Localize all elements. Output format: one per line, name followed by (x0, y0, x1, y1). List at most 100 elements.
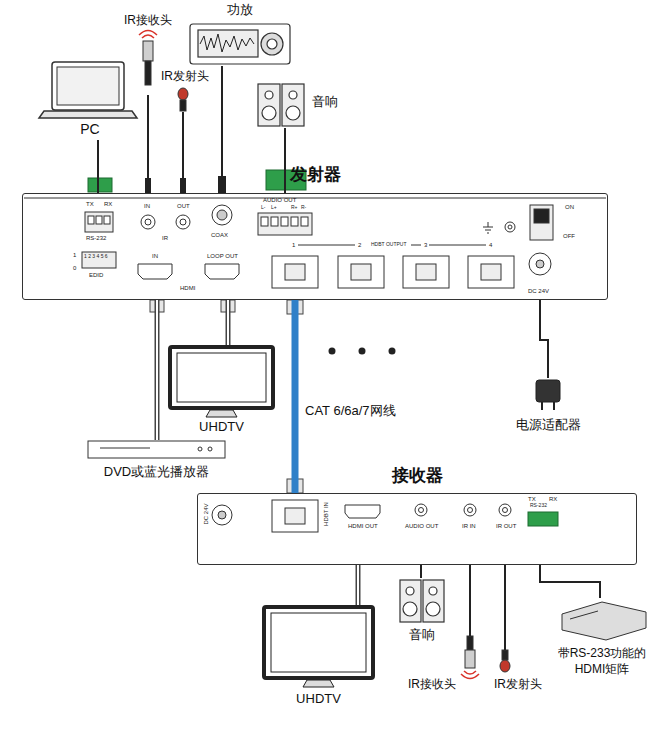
speaker-icon (258, 84, 304, 126)
speaker-icon (426, 602, 440, 616)
wire-cable (183, 112, 184, 193)
transmitter-panel-parts (534, 209, 549, 223)
tv: UHDTV (168, 345, 275, 436)
port-label: L+ (271, 205, 277, 210)
transmitter-panel-parts (138, 264, 172, 279)
receiver-panel-parts (285, 508, 305, 524)
transmitter-panel-parts (483, 222, 493, 233)
port-label: IN (152, 253, 158, 259)
port-label: AUDIO OUT (405, 523, 438, 529)
wire-cable (222, 66, 223, 193)
transmitter-panel-parts (180, 219, 186, 225)
transmitter-panel-parts (24, 198, 606, 199)
amplifier-icon (261, 33, 283, 55)
wire-cable (285, 128, 286, 193)
ir-receiver-icon (467, 636, 473, 650)
receiver-panel-parts (218, 511, 226, 519)
port-label: IR (162, 235, 168, 241)
amplifier-icon (267, 39, 277, 49)
pc-device: PC (45, 60, 135, 140)
speaker: 音响 (398, 578, 446, 646)
receiver-panel-parts (415, 504, 427, 516)
wire-cable (505, 565, 506, 650)
ir-emitter-icon (180, 100, 186, 111)
port-label: 3 (424, 242, 427, 248)
port-label: RS-232 (86, 235, 106, 241)
ir-receiver-icon (139, 31, 157, 39)
signal-cable (147, 95, 149, 193)
receiver-panel-parts (503, 508, 508, 513)
device-title: 发射器 (23, 165, 607, 185)
transmitter-panel-parts (416, 264, 436, 280)
transmitter-panel-parts (403, 256, 449, 288)
ir-receiver-icon (461, 671, 479, 679)
wire-cable (98, 140, 99, 193)
signal-cable (420, 565, 422, 578)
player-icon (100, 448, 150, 449)
receiver-panel-parts (419, 508, 424, 513)
speaker-icon (286, 106, 300, 120)
matrix-icon (562, 602, 646, 640)
port-label: 1 (73, 252, 76, 258)
dots (329, 348, 336, 355)
ir-receiver-icon (145, 61, 151, 85)
ir-emitter: IR发射头 (156, 65, 214, 112)
port-label: 4 (489, 242, 492, 248)
port-label: DC 24V (203, 503, 209, 524)
port-label: 1 (292, 242, 295, 248)
hdmi-cable (157, 300, 158, 440)
port-label: HDMI OUT (348, 523, 378, 529)
transmitter-panel-parts (145, 219, 151, 225)
transmitter-panel-parts (261, 217, 268, 226)
transmitter-panel-parts (536, 260, 544, 268)
port-label: RS-232 (530, 503, 547, 508)
transmitter-panel-parts (468, 256, 514, 288)
player-icon (88, 441, 225, 458)
wire-cable (421, 565, 422, 578)
signal-cable (97, 140, 99, 193)
port-label: L- (261, 205, 265, 210)
speaker-icon (400, 580, 421, 622)
cable-label: CAT 6/6a/7网线 (303, 403, 398, 419)
device-label: IR发射头 (488, 678, 548, 692)
port-label: IR OUT (496, 523, 516, 529)
tv-icon (303, 680, 334, 687)
port-label: HDMI (180, 285, 195, 291)
tv-icon (170, 347, 273, 408)
tv-icon (206, 410, 237, 417)
transmitter-panel-parts (301, 217, 308, 226)
port-label: OFF (563, 233, 575, 239)
transmitter-panel-parts (529, 253, 551, 275)
port-label: R- (301, 205, 306, 210)
port-label: R+ (291, 205, 298, 210)
port-label: 0 (73, 265, 76, 271)
speaker-icon (403, 602, 417, 616)
ir-emitter-icon (178, 88, 188, 111)
speaker-icon (289, 91, 297, 99)
transmitter-panel-parts (271, 217, 278, 226)
signal-cable (284, 128, 286, 193)
transmitter-panel-parts (212, 205, 232, 225)
player-icon (88, 441, 225, 458)
terminal-plug (88, 178, 112, 192)
ir-emitter-icon (500, 660, 510, 672)
port-label: RX (104, 201, 112, 207)
port-label: DC 24V (528, 288, 549, 294)
receiver-panel-parts (212, 505, 232, 525)
tv-icon (271, 613, 366, 672)
receiver-panel-parts (468, 508, 473, 513)
media-player: DVD或蓝光播放器 (80, 440, 233, 484)
signal-cable (221, 66, 223, 193)
port-label: IN (144, 203, 150, 209)
port-label: AUDIO OUT (263, 197, 296, 203)
device-label: UHDTV (168, 420, 275, 435)
transmitter-panel-parts (530, 205, 553, 240)
wire-cable (470, 565, 471, 636)
dots (389, 348, 396, 355)
transmitter-panel-parts (298, 245, 355, 246)
power-adapter-icon (536, 380, 560, 402)
hdmi-cable (228, 300, 229, 345)
transmitter-panel-parts (141, 215, 155, 229)
hdmi-cable (156, 300, 158, 440)
